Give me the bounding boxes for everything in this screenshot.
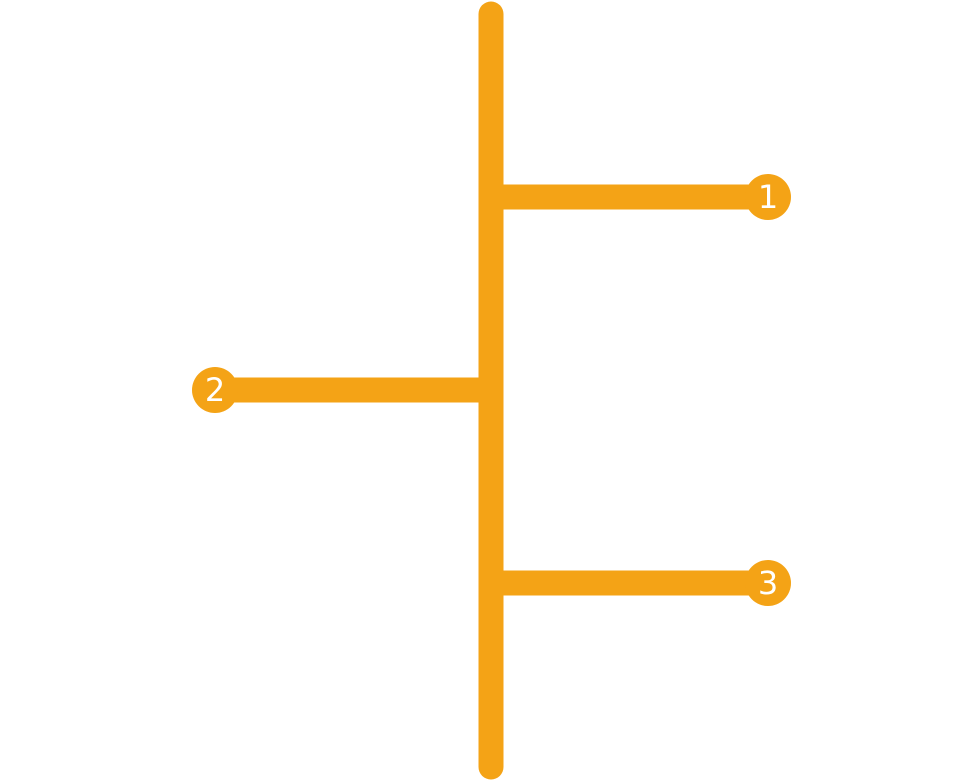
branch-3: 3: [491, 560, 791, 606]
node-3-label: 3: [758, 564, 778, 602]
node-1-label: 1: [758, 178, 778, 216]
node-2-label: 2: [205, 371, 225, 409]
branch-1: 1: [491, 174, 791, 220]
node-1-marker: [745, 174, 791, 220]
node-2-marker: [192, 367, 238, 413]
node-3-marker: [745, 560, 791, 606]
branch-2: 2: [192, 367, 491, 413]
